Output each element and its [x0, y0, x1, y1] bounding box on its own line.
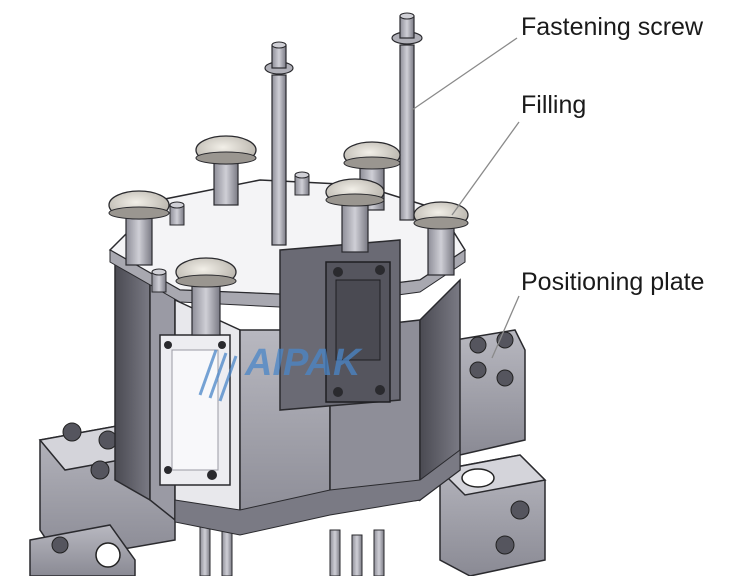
- leader-fastening-screw: [411, 37, 518, 111]
- fastening-screw-right: [391, 12, 423, 221]
- top-bolts: [151, 171, 310, 293]
- watermark-text: AIPAK: [244, 342, 363, 384]
- lower-base-right: [438, 454, 547, 577]
- label-positioning-plate: Positioning plate: [521, 268, 705, 296]
- filling-knob: [325, 178, 385, 253]
- side-window-panel: [159, 334, 231, 486]
- leader-filling: [451, 121, 520, 216]
- positioning-plate: [279, 239, 401, 411]
- label-filling: Filling: [521, 91, 587, 119]
- watermark-swoosh-icon: [198, 349, 238, 402]
- watermark: AIPAK: [198, 342, 363, 402]
- label-fastening-screw: Fastening screw: [521, 13, 704, 41]
- lower-base-bottom-left: [29, 524, 136, 577]
- right-clamp-block: [454, 329, 526, 456]
- filling-knob: [108, 190, 170, 266]
- filling-knob: [413, 201, 469, 276]
- leader-lines: [411, 37, 520, 359]
- filling-knob: [175, 257, 237, 336]
- leader-positioning-plate: [491, 295, 520, 359]
- filling-knob: [195, 135, 257, 206]
- fastening-screw-left: [264, 41, 294, 246]
